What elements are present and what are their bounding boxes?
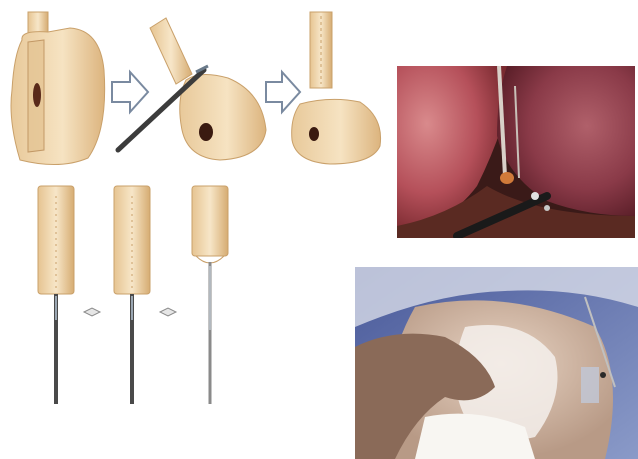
tube-step-2 (114, 186, 150, 404)
arrow-icon-3 (84, 308, 100, 316)
surgery-photo (355, 267, 638, 459)
arrow-icon-1 (112, 72, 148, 112)
stomach-step-3 (292, 12, 381, 164)
surgery-photo-image (355, 267, 638, 459)
laparoscopic-photo (397, 66, 635, 238)
illustration-panel (0, 0, 390, 459)
tube-step-3 (192, 186, 228, 404)
arrow-icon-4 (160, 308, 176, 316)
stomach-step-1 (11, 12, 105, 165)
arrow-icon-2 (266, 72, 300, 112)
procedure-illustration (0, 0, 390, 459)
tube-step-1 (38, 186, 74, 404)
laparoscopic-photo-image (397, 66, 635, 238)
